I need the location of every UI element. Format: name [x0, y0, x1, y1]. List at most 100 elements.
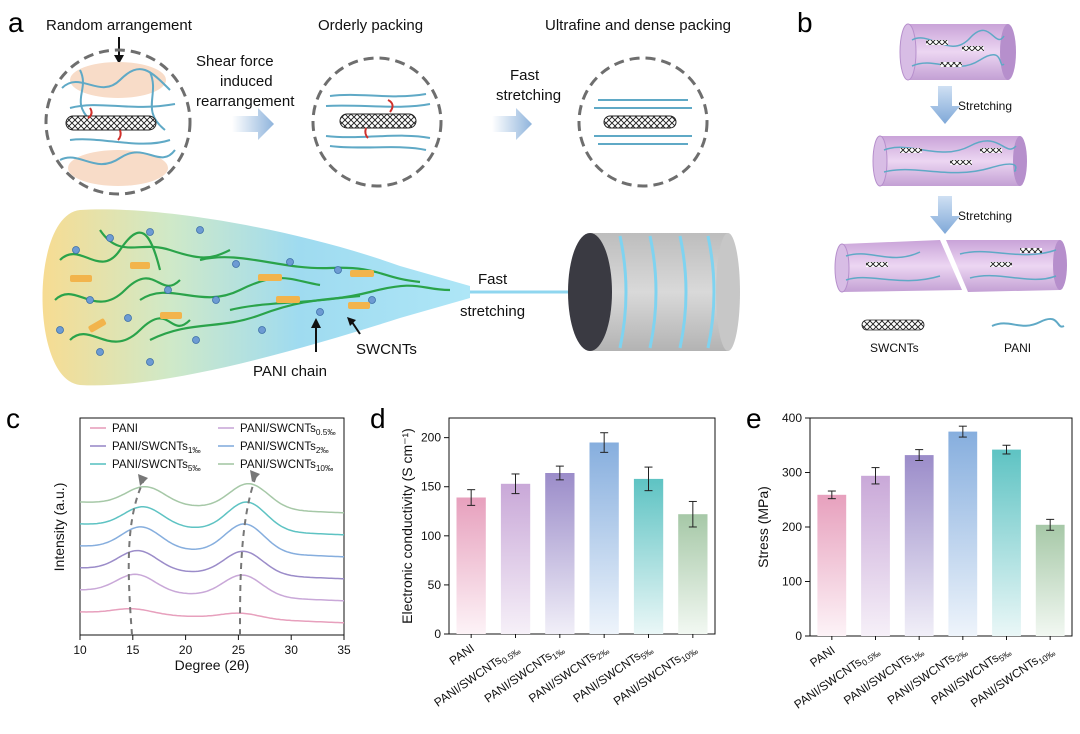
label-orderly-packing: Orderly packing [318, 17, 423, 34]
stress-bar-1 [861, 475, 890, 636]
label-stretching-2: Stretching [958, 209, 1012, 223]
panel-a: a Random arrangement Shear force induced… [8, 7, 740, 386]
xrd-legend-label: PANI [112, 423, 138, 435]
legend-swcnts-icon [861, 319, 925, 331]
spinning-cone [42, 209, 575, 386]
legend-swcnts-label: SWCNTs [870, 341, 919, 355]
conductivity-y-tick-label: 50 [428, 578, 442, 592]
stress-bar-0 [817, 494, 847, 636]
xrd-series-3 [80, 523, 345, 558]
panel-d: d 050100150200PANIPANI/SWCNTs0.5‰PANI/SW… [370, 403, 716, 710]
panel-letter-e: e [746, 403, 762, 434]
panel-letter-b: b [797, 7, 813, 38]
legend-pani-label: PANI [1004, 341, 1031, 355]
label-random-arrangement: Random arrangement [46, 17, 193, 34]
swcnts-pointer [351, 321, 361, 335]
xrd-x-tick-label: 30 [285, 643, 299, 657]
stress-bar-5 [1035, 524, 1065, 636]
label-fast1-2: stretching [496, 87, 561, 104]
xrd-x-tick-label: 35 [337, 643, 351, 657]
fiber-unstretched [899, 23, 1016, 81]
fiber-cylinder [568, 233, 740, 351]
label-stretching-1: Stretching [958, 99, 1012, 113]
legend-pani-icon [991, 317, 1065, 328]
stress-y-tick-label: 300 [782, 466, 802, 480]
xrd-x-axis-title: Degree (2θ) [175, 657, 250, 673]
conductivity-plot-frame [448, 417, 716, 635]
conductivity-y-tick-label: 150 [421, 480, 441, 494]
conductivity-y-axis-title: Electronic conductivity (S cm⁻¹) [399, 428, 415, 624]
panel-e: e 0100200300400PANIPANI/SWCNTs0.5‰PANI/S… [746, 403, 1073, 712]
xrd-series-4 [80, 501, 345, 536]
label-ultrafine: Ultrafine and dense packing [545, 17, 731, 34]
xrd-legend-label: PANI/SWCNTs2‰ [240, 441, 329, 455]
conductivity-category-label: PANI/SWCNTs10‰ [611, 641, 700, 710]
panel-letter-a: a [8, 7, 24, 38]
stretching-arrow-1 [930, 86, 960, 124]
xrd-series-1 [80, 573, 345, 602]
orderly-packing-circle [311, 56, 443, 188]
xrd-x-tick-label: 20 [179, 643, 193, 657]
xrd-series-0 [80, 607, 345, 624]
conductivity-bar-1 [500, 483, 531, 634]
xrd-legend-label: PANI/SWCNTs1‰ [112, 441, 201, 455]
label-fast2-1: Fast [478, 271, 508, 288]
label-shear-3: rearrangement [196, 93, 295, 110]
pointer-arrowhead [114, 55, 124, 64]
label-shear-1: Shear force [196, 53, 274, 70]
xrd-y-axis-title: Intensity (a.u.) [51, 483, 67, 572]
xrd-plot-frame [79, 417, 345, 636]
fiber-stretched-once [872, 135, 1027, 187]
panel-letter-d: d [370, 403, 386, 434]
panel-c: c PANI PANI/SWCNTs0.5‰ PANI/SWCNTs1‰ PANI/S… [6, 403, 351, 673]
xrd-x-tick-label: 15 [126, 643, 140, 657]
conductivity-bar-2 [545, 473, 575, 634]
panel-b: b Stretching Stretching [797, 7, 1067, 355]
xrd-series-5 [79, 482, 345, 514]
stress-bar-3 [948, 431, 978, 636]
xrd-shift-guide-left [127, 479, 145, 636]
xrd-x-ticks: 10 15 20 25 30 35 [73, 635, 351, 657]
conductivity-y-tick-label: 200 [421, 431, 441, 445]
stress-category-label: PANI [807, 643, 837, 670]
stress-bars: 0100200300400PANIPANI/SWCNTs0.5‰PANI/SWC… [782, 411, 1065, 712]
stress-category-label: PANI/SWCNTs10‰ [968, 643, 1057, 712]
conductivity-bars: 050100150200PANIPANI/SWCNTs0.5‰PANI/SWCN… [421, 431, 708, 710]
label-pani-chain: PANI chain [253, 363, 327, 380]
conductivity-y-tick-label: 100 [421, 529, 441, 543]
stress-y-axis-title: Stress (MPa) [755, 486, 771, 568]
stretching-arrow-2 [930, 196, 960, 234]
conductivity-bar-0 [456, 497, 486, 634]
xrd-x-tick-label: 25 [232, 643, 246, 657]
label-fast1-1: Fast [510, 67, 540, 84]
conductivity-bar-4 [633, 478, 664, 634]
label-swcnts: SWCNTs [356, 341, 417, 358]
label-fast2-2: stretching [460, 303, 525, 320]
shear-arrow [232, 108, 274, 140]
ultrafine-packing-circle [577, 56, 709, 188]
stress-bar-4 [992, 449, 1021, 636]
xrd-x-tick-label: 10 [73, 643, 87, 657]
stress-y-tick-label: 400 [782, 411, 802, 425]
fiber-broken [834, 240, 1067, 293]
conductivity-y-tick-label: 0 [434, 627, 441, 641]
xrd-legend: PANI PANI/SWCNTs0.5‰ PANI/SWCNTs1‰ PANI/SWC… [90, 423, 336, 473]
conductivity-category-label: PANI [447, 641, 477, 668]
xrd-legend-label: PANI/SWCNTs5‰ [112, 459, 201, 473]
xrd-curves [79, 482, 345, 624]
fast-stretching-arrow-1 [492, 108, 532, 140]
conductivity-bar-5 [678, 514, 708, 634]
stress-y-tick-label: 0 [795, 629, 802, 643]
stress-bar-2 [904, 455, 934, 636]
xrd-shift-guide-right [239, 475, 257, 636]
stress-plot-frame [809, 417, 1073, 637]
xrd-series-2 [80, 549, 345, 580]
label-shear-2: induced [220, 73, 273, 90]
xrd-legend-label: PANI/SWCNTs0.5‰ [240, 423, 336, 437]
panel-letter-c: c [6, 403, 20, 434]
conductivity-bar-3 [589, 442, 619, 634]
stress-y-tick-label: 100 [782, 575, 802, 589]
stress-y-tick-label: 200 [782, 520, 802, 534]
xrd-legend-label: PANI/SWCNTs10‰ [240, 459, 334, 473]
